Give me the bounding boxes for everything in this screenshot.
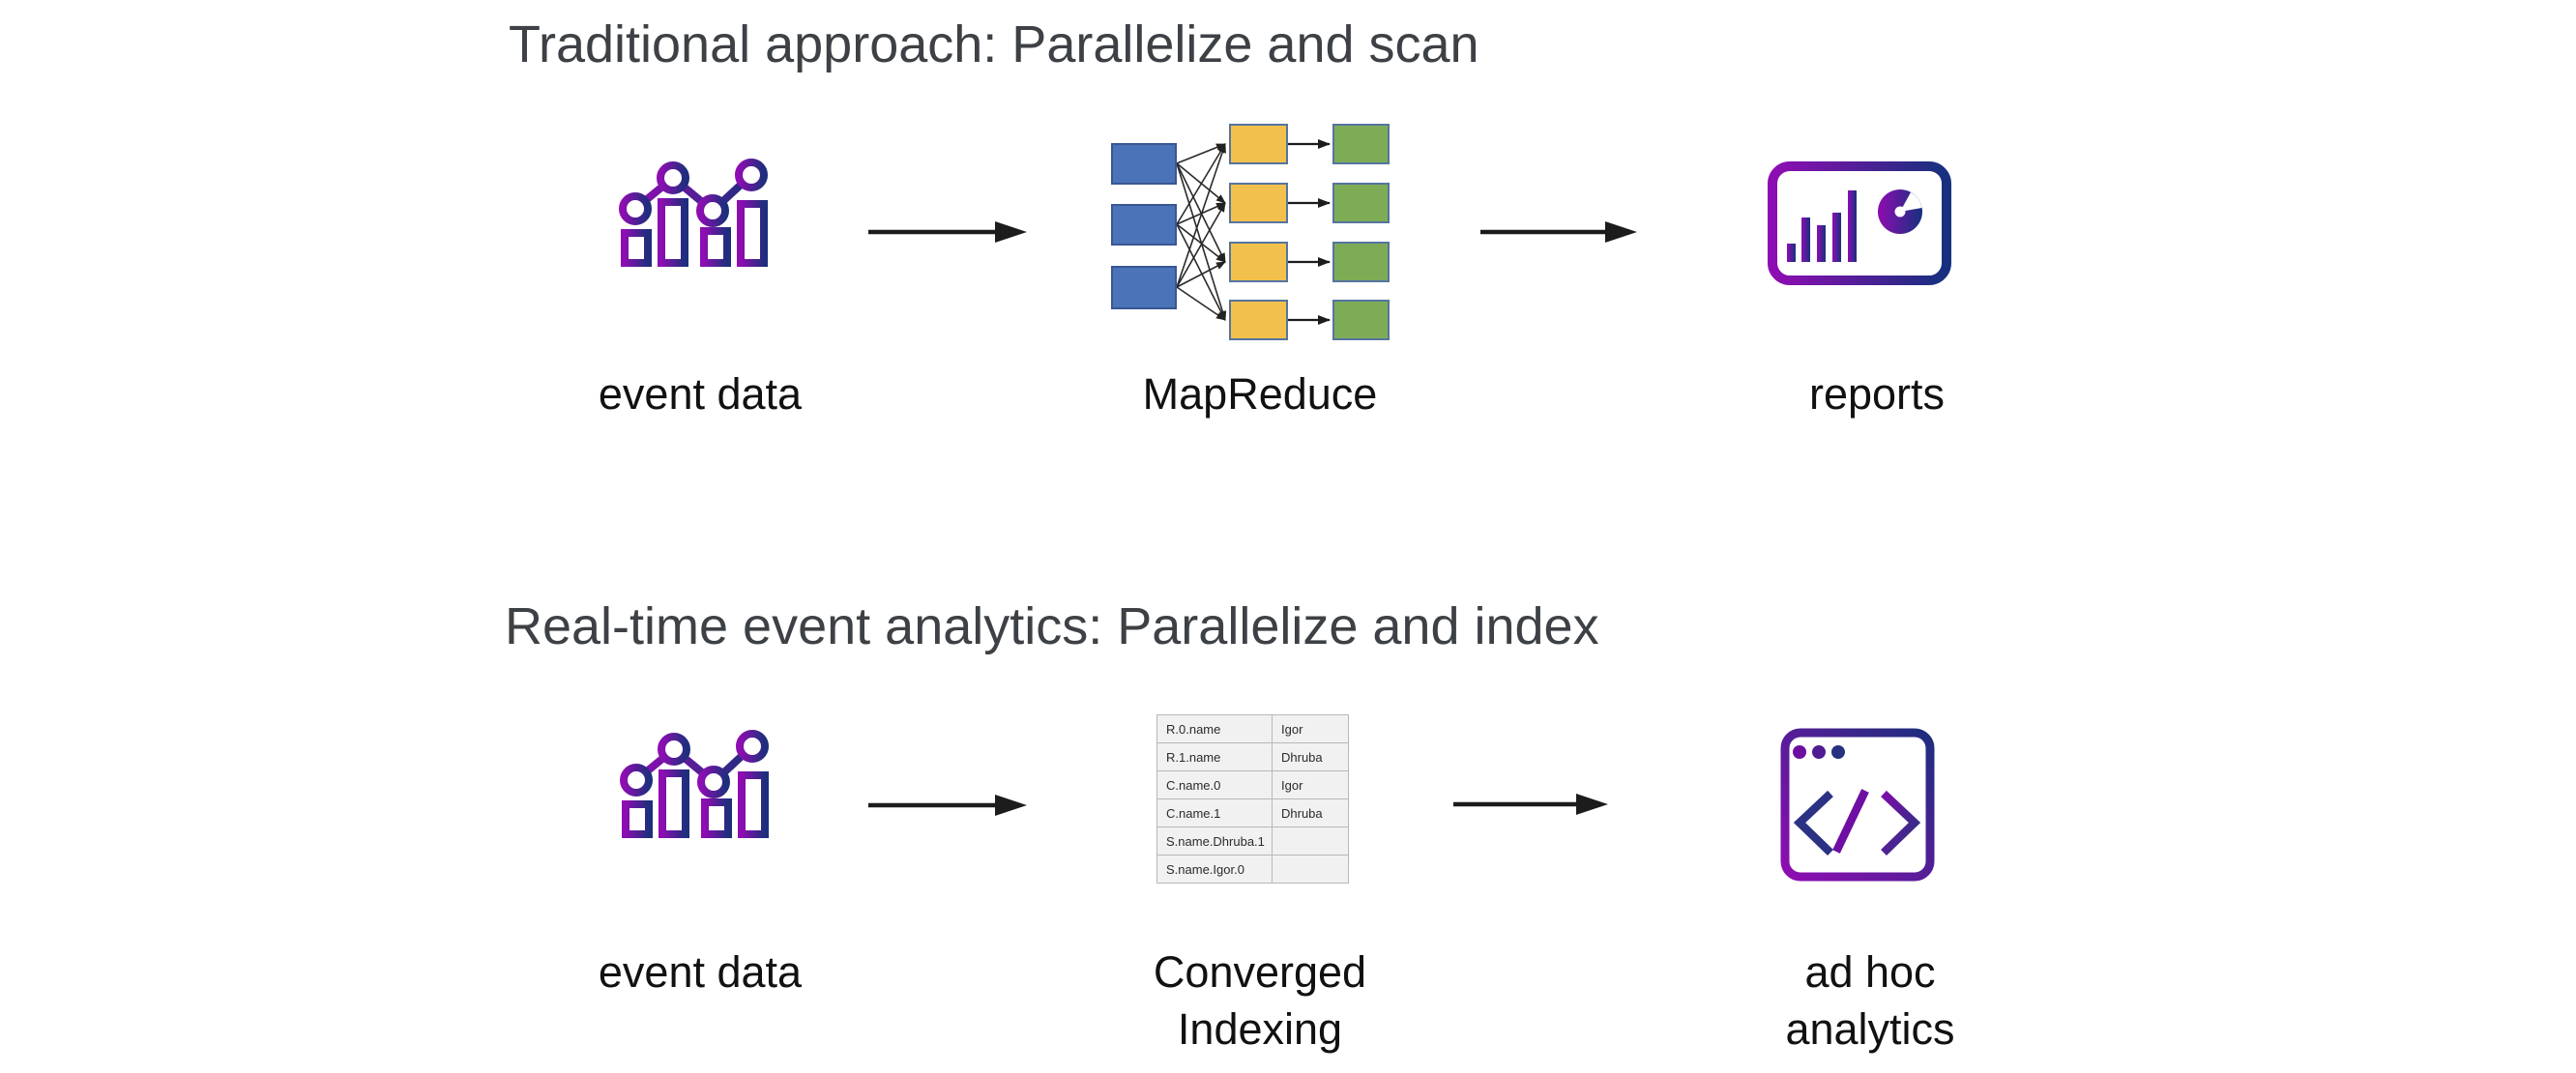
index-key-cell: R.0.name: [1156, 714, 1273, 743]
flow-arrow: [868, 221, 1027, 243]
bar-line-chart-icon: [613, 730, 777, 843]
reduce-output-boxes: [1332, 124, 1390, 340]
index-key-cell: S.name.Igor.0: [1156, 855, 1273, 884]
index-value-cell: Dhruba: [1272, 742, 1349, 771]
flow-arrow: [1480, 221, 1637, 243]
item-label-reports: reports: [1808, 369, 1946, 419]
flow-arrow: [868, 795, 1027, 816]
shuffle-arrows: [1288, 139, 1331, 325]
mini-bar-chart: [1787, 190, 1857, 262]
window-dots: [1793, 745, 1845, 759]
table-row: S.name.Igor.0: [1156, 855, 1349, 884]
flow-arrow: [1453, 794, 1608, 815]
item-label-event-data: event data: [598, 947, 803, 997]
index-value-cell: Igor: [1272, 714, 1349, 743]
converged-index-table: R.0.name Igor R.1.name Dhruba C.name.0 I…: [1156, 714, 1349, 884]
index-value-cell: Igor: [1272, 770, 1349, 799]
mapreduce-diagram: [1111, 124, 1390, 340]
index-key-cell: C.name.1: [1156, 798, 1273, 827]
index-key-cell: C.name.0: [1156, 770, 1273, 799]
table-row: C.name.1 Dhruba: [1156, 798, 1349, 827]
table-row: S.name.Dhruba.1: [1156, 826, 1349, 856]
item-label-converged-indexing: Converged Indexing: [1153, 947, 1367, 1054]
item-label-ad-hoc-analytics: ad hoc analytics: [1785, 947, 1955, 1054]
section-title-traditional: Traditional approach: Parallelize and sc…: [509, 15, 1479, 73]
table-row: C.name.0 Igor: [1156, 770, 1349, 799]
code-window-icon: [1780, 728, 1935, 882]
item-label-event-data: event data: [598, 369, 803, 419]
item-label-mapreduce: MapReduce: [1142, 369, 1378, 419]
index-value-cell: [1272, 826, 1349, 856]
index-value-cell: [1272, 855, 1349, 884]
table-row: R.1.name Dhruba: [1156, 742, 1349, 771]
bar-line-chart-icon: [612, 159, 776, 272]
section-title-realtime: Real-time event analytics: Parallelize a…: [505, 597, 1599, 655]
dashboard-monitor-icon: [1768, 161, 1951, 300]
index-value-cell: Dhruba: [1272, 798, 1349, 827]
code-glyph: [1793, 789, 1921, 856]
map-task-boxes: [1229, 124, 1288, 340]
mini-text-lines: [1876, 241, 1920, 262]
map-input-boxes: [1111, 143, 1177, 309]
mini-pie-chart: [1878, 189, 1922, 234]
map-fanout-lines: [1176, 143, 1227, 321]
table-row: R.0.name Igor: [1156, 714, 1349, 743]
index-key-cell: S.name.Dhruba.1: [1156, 826, 1273, 856]
index-key-cell: R.1.name: [1156, 742, 1273, 771]
